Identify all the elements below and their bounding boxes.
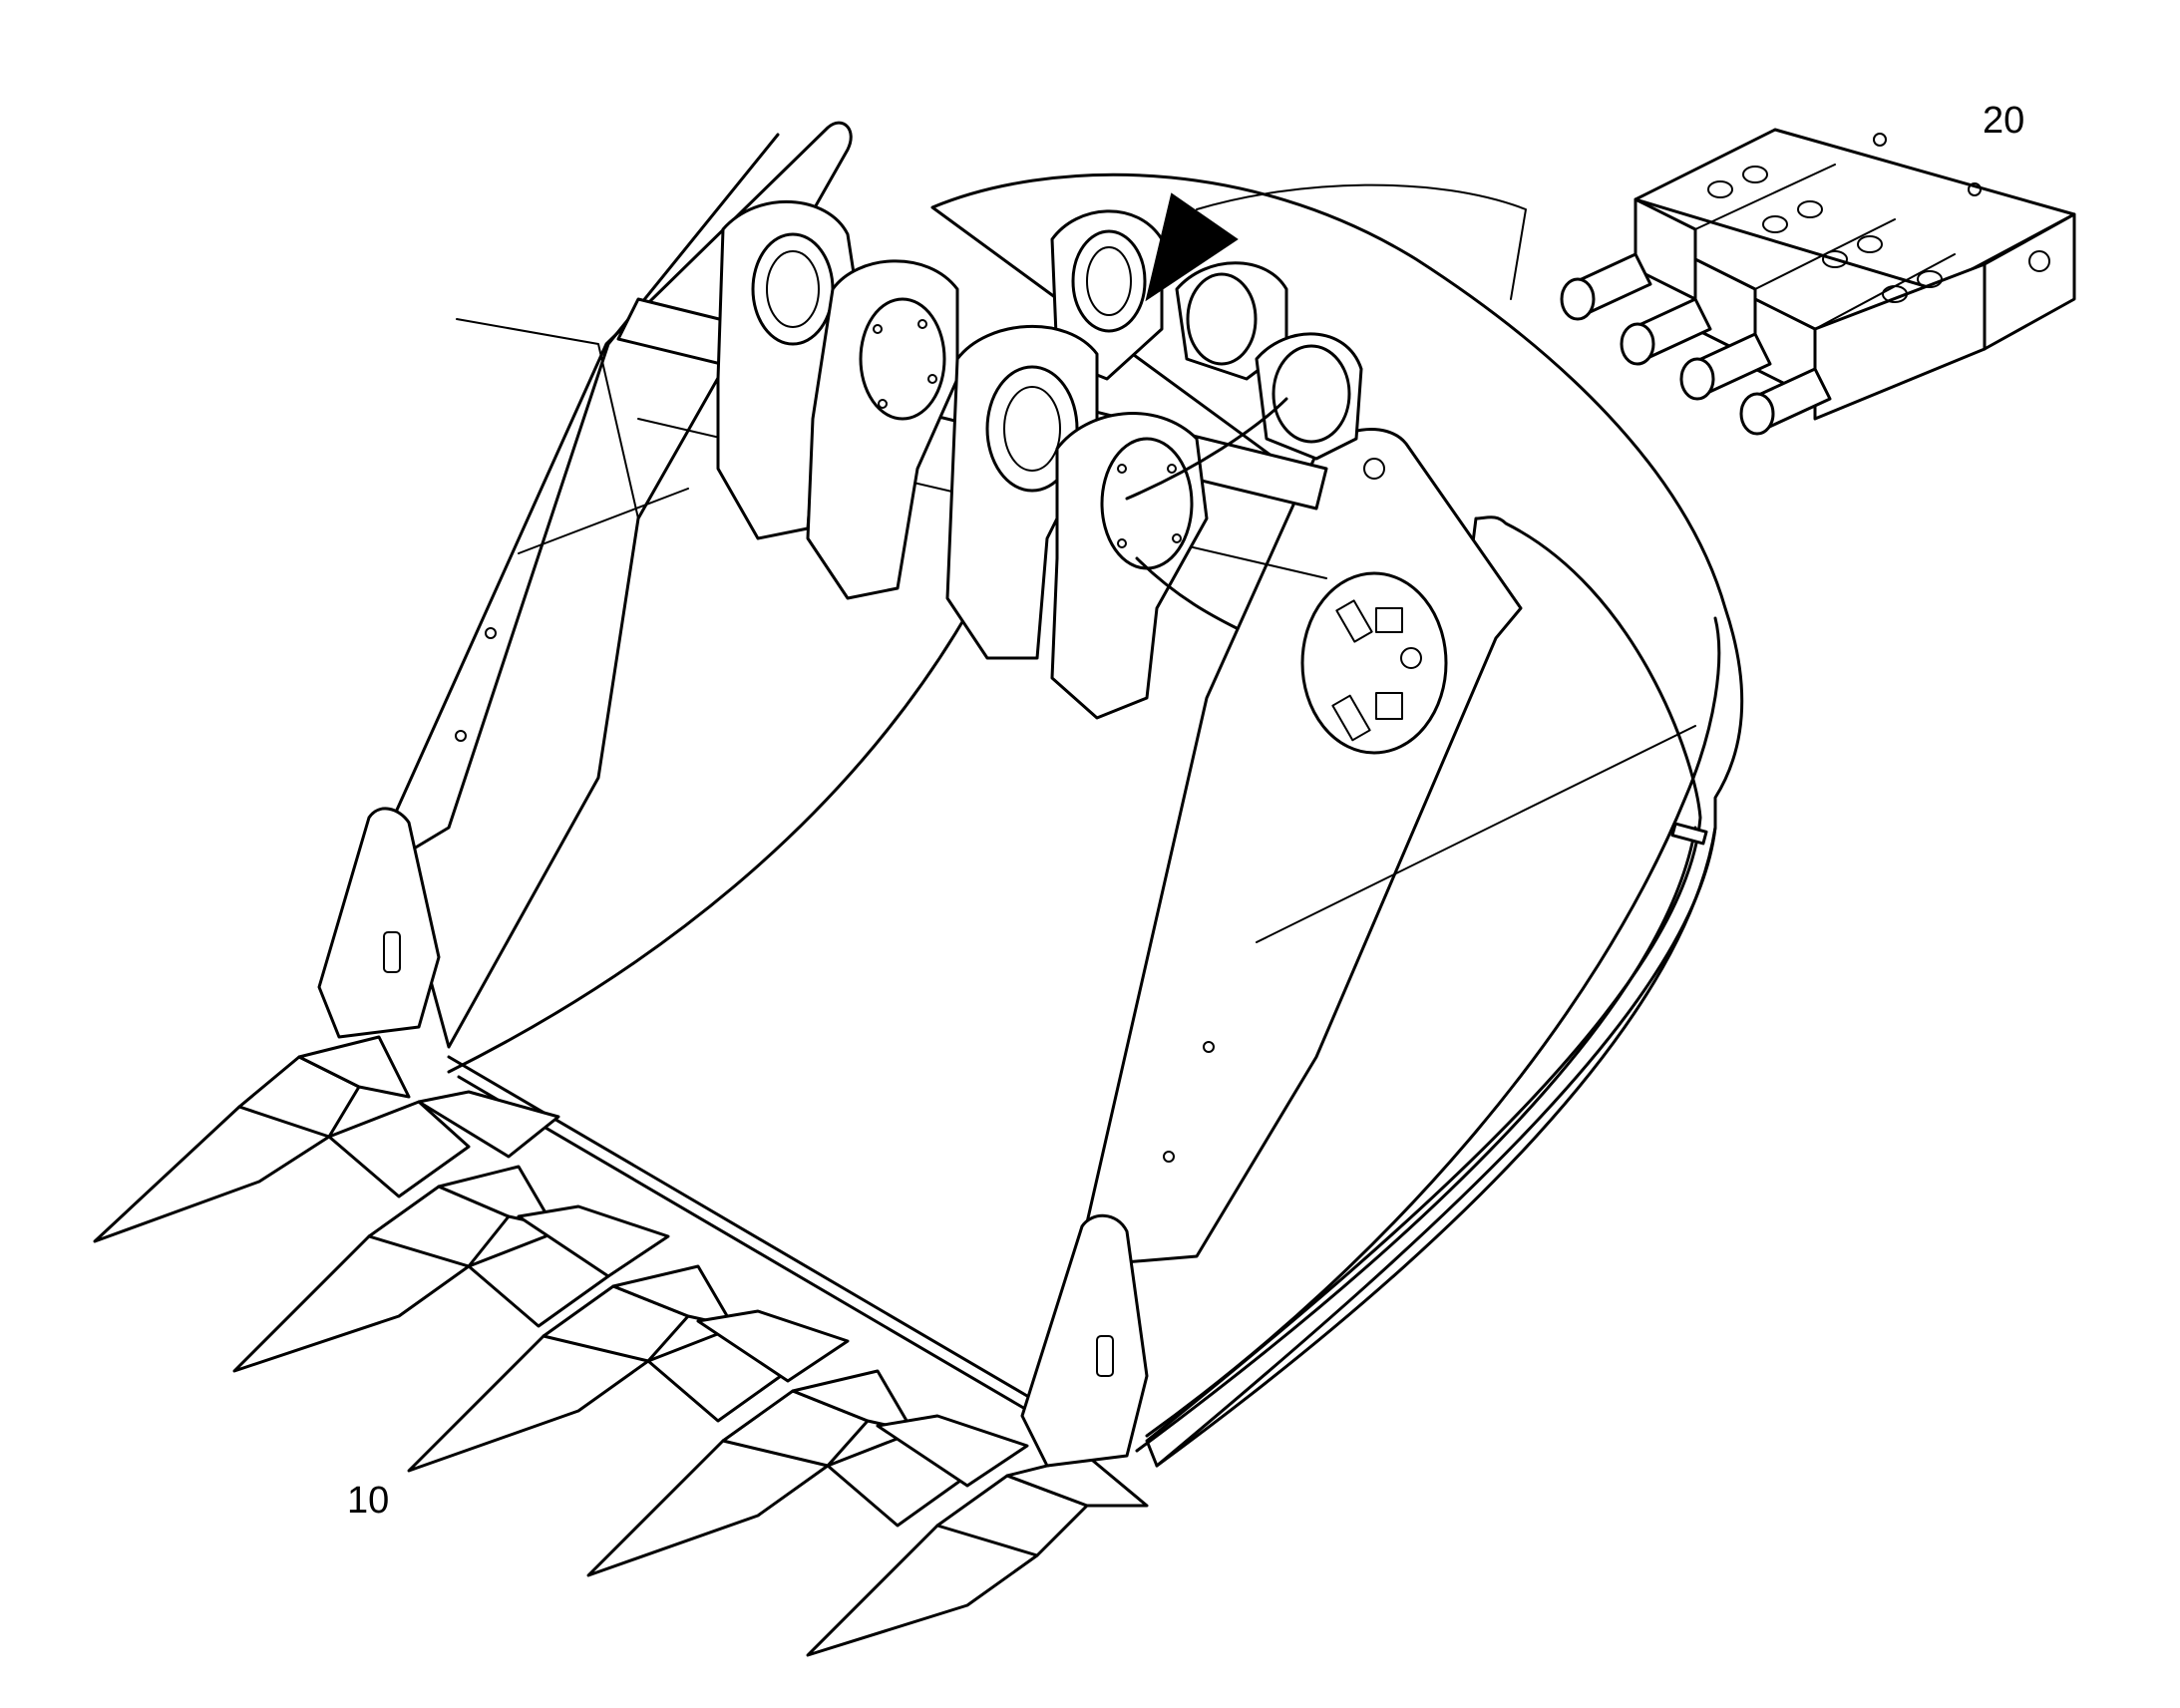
left-edge-line: [397, 133, 780, 859]
shroud-2: [517, 1204, 670, 1278]
boss-flange-7: [1272, 344, 1351, 444]
block-end-hole: [2028, 250, 2050, 272]
left-plate-hole-2: [455, 730, 467, 742]
boss-bearing-5: [1186, 272, 1258, 366]
left-side-plate: [387, 121, 853, 1049]
callout-20-label: 20: [1983, 100, 2024, 142]
side-cutter-left: [317, 807, 441, 1039]
bucket-inner-curve-right: [1145, 616, 1721, 1438]
shroud-4: [876, 1414, 1029, 1488]
right-plate-top-hole: [1363, 458, 1385, 480]
bucket-floor-edge-2: [457, 1075, 1039, 1418]
wear-strip-outer: [1155, 826, 1717, 1468]
side-cutter-right: [1020, 1213, 1149, 1468]
tooth-5: [806, 1454, 1149, 1657]
arrow-leader: [1196, 183, 1527, 300]
wear-strip-cap: [1670, 822, 1708, 846]
shroud-3: [696, 1309, 850, 1383]
tooth-2: [232, 1165, 555, 1373]
boss-bearing-3: [1071, 229, 1147, 333]
left-side-plate-inner: [456, 318, 639, 519]
wear-strip-inner: [1135, 826, 1697, 1453]
callout-10-label: 10: [347, 1480, 389, 1522]
coupler-nipple-1: [1560, 252, 1652, 321]
left-side-leader: [518, 488, 689, 554]
grease-hose: [1125, 397, 1288, 501]
grease-hose-lower: [1135, 556, 1239, 630]
coupler-nipple-4: [1739, 367, 1832, 436]
tooth-1: [93, 1035, 411, 1243]
callout-10: 10: [347, 1480, 389, 1522]
left-plate-hole-1: [485, 627, 497, 639]
coupler-nipple-2: [1620, 297, 1712, 366]
excavator-bucket: [387, 121, 1744, 1468]
linkage-bosses: [616, 183, 1527, 720]
arrow-pointer-icon: [1145, 192, 1239, 302]
bucket-shell: [930, 172, 1744, 1468]
shroud-1: [417, 1090, 560, 1159]
hydraulic-quick-coupler-block: [1560, 128, 2076, 436]
boss-flange-6: [1100, 437, 1194, 570]
boss-flange-2: [859, 297, 946, 421]
right-plate-hole-2: [1163, 1151, 1175, 1163]
right-plate-hole-1: [1203, 1041, 1215, 1053]
safety-decal-icon: [1300, 571, 1448, 755]
tooth-3: [407, 1264, 735, 1473]
coupler-nipple-3: [1679, 332, 1772, 401]
bucket-teeth: [93, 807, 1149, 1657]
adapter-1: [327, 1100, 471, 1198]
callout-20: 20: [1983, 100, 2024, 142]
right-side-leader: [1256, 725, 1696, 943]
tooth-4: [586, 1369, 914, 1577]
